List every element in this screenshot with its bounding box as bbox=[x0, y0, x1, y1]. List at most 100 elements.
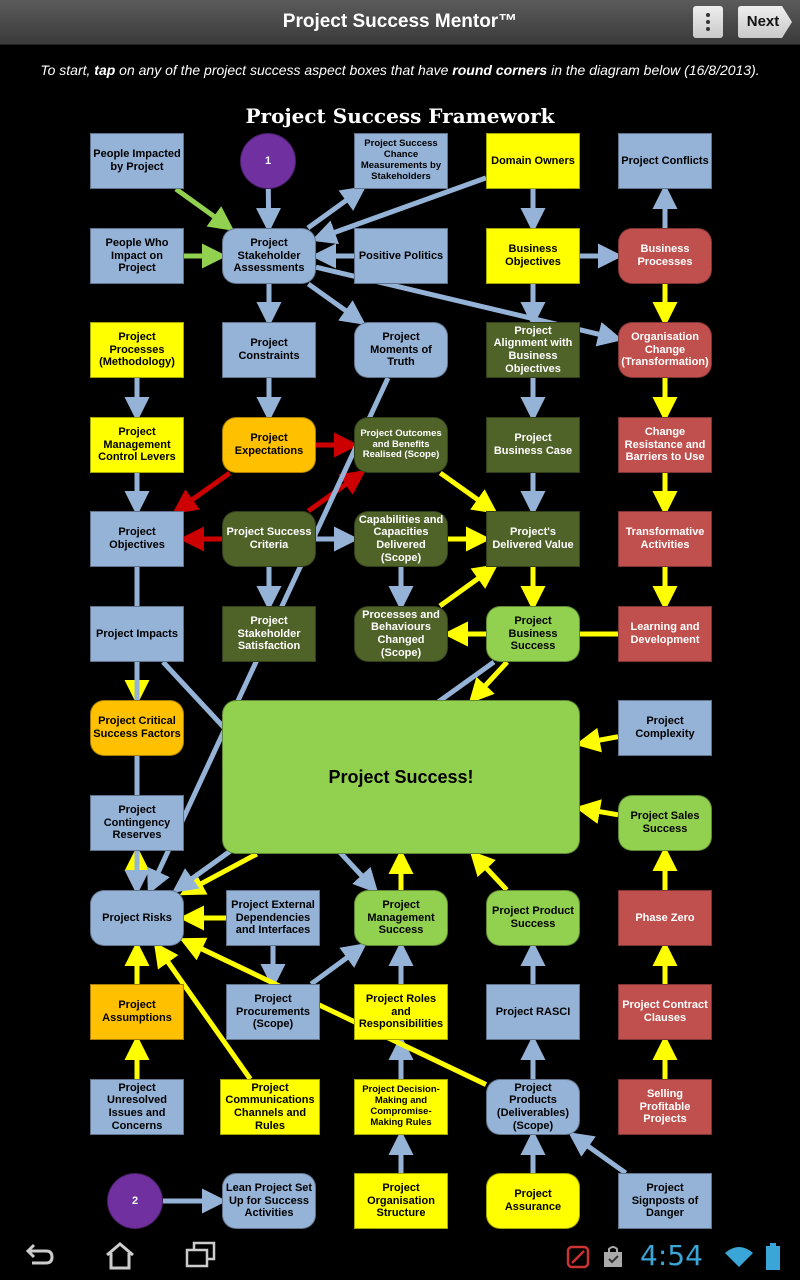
back-icon[interactable] bbox=[24, 1241, 56, 1269]
arrow-project-expectations-to-project-objectives bbox=[172, 470, 232, 514]
node-label: Change Resistance and Barriers to Use bbox=[624, 426, 706, 464]
node-product-success[interactable]: Project Product Success bbox=[486, 890, 580, 946]
title-bar: Project Success Mentor™ Next bbox=[0, 0, 800, 45]
node-project-rasci: Project RASCI bbox=[486, 984, 580, 1040]
node-label: Project Product Success bbox=[492, 905, 574, 930]
next-button[interactable]: Next bbox=[738, 6, 792, 38]
node-communications-channels: Project Communications Channels and Rule… bbox=[220, 1079, 320, 1135]
node-project-impacts: Project Impacts bbox=[90, 606, 184, 662]
node-business-success[interactable]: Project Business Success bbox=[486, 606, 580, 662]
node-label: Project Outcomes and Benefits Realised (… bbox=[360, 427, 442, 461]
arrow-project-complexity-to-project-success bbox=[575, 727, 619, 753]
node-project-assurance[interactable]: Project Assurance bbox=[486, 1173, 580, 1229]
node-sales-success[interactable]: Project Sales Success bbox=[618, 795, 712, 851]
node-change-resistance: Change Resistance and Barriers to Use bbox=[618, 417, 712, 473]
node-label: Project Procurements (Scope) bbox=[236, 993, 310, 1031]
node-label: Project Products (Deliverables) (Scope) bbox=[496, 1081, 570, 1132]
next-label: Next bbox=[746, 13, 780, 30]
arrow-processes-behaviours-to-delivered-value bbox=[438, 564, 499, 609]
node-label: Project Stakeholder Satisfaction bbox=[237, 615, 301, 653]
node-label: Project Complexity bbox=[635, 715, 695, 740]
node-project-risks[interactable]: Project Risks bbox=[90, 890, 184, 946]
node-capabilities[interactable]: Capabilities and Capacities Delivered (S… bbox=[354, 511, 448, 567]
arrow-outcomes-benefits-to-delivered-value bbox=[438, 470, 498, 514]
arrow-stakeholder-assessments-to-chance-measurements bbox=[306, 186, 367, 231]
wifi-icon bbox=[725, 1247, 753, 1267]
node-business-case: Project Business Case bbox=[486, 417, 580, 473]
system-nav-bar bbox=[0, 1233, 800, 1280]
node-management-control-levers: Project Management Control Levers bbox=[90, 417, 184, 473]
node-circle-1: 1 bbox=[240, 133, 296, 189]
node-transformative-activities: Transformative Activities bbox=[618, 511, 712, 567]
overflow-menu-button[interactable] bbox=[693, 6, 723, 38]
node-lean-setup[interactable]: Lean Project Set Up for Success Activiti… bbox=[222, 1173, 316, 1229]
home-icon[interactable] bbox=[104, 1241, 136, 1271]
node-label: Project Signposts of Danger bbox=[631, 1182, 699, 1220]
node-project-processes: Project Processes (Methodology) bbox=[90, 322, 184, 378]
node-organisation-structure: Project Organisation Structure bbox=[354, 1173, 448, 1229]
node-stakeholder-assessments[interactable]: Project Stakeholder Assessments bbox=[222, 228, 316, 284]
node-delivered-value: Project's Delivered Value bbox=[486, 511, 580, 567]
node-label: Project Conflicts bbox=[621, 154, 709, 167]
node-processes-behaviours[interactable]: Processes and Behaviours Changed (Scope) bbox=[354, 606, 448, 662]
node-label: Project Stakeholder Assessments bbox=[233, 237, 305, 275]
node-label: Project Management Success bbox=[367, 899, 435, 937]
node-project-constraints: Project Constraints bbox=[222, 322, 316, 378]
recent-apps-icon[interactable] bbox=[184, 1241, 218, 1269]
node-label: Business Objectives bbox=[505, 243, 561, 268]
node-label: Project Business Case bbox=[493, 432, 573, 457]
node-label: Project Risks bbox=[102, 911, 172, 924]
node-label: Phase Zero bbox=[635, 911, 695, 924]
node-label: Project Sales Success bbox=[630, 810, 700, 835]
blocked-app-notification-icon bbox=[566, 1245, 590, 1269]
node-chance-measurements: Project Success Chance Measurements by S… bbox=[354, 133, 448, 189]
node-label: Project Impacts bbox=[96, 627, 178, 640]
node-management-success[interactable]: Project Management Success bbox=[354, 890, 448, 946]
node-label: Project Contract Clauses bbox=[622, 999, 708, 1024]
node-contract-clauses: Project Contract Clauses bbox=[618, 984, 712, 1040]
node-label: People Impacted by Project bbox=[93, 148, 181, 173]
node-project-success[interactable]: Project Success! bbox=[222, 700, 580, 854]
status-clock: 4:54 bbox=[640, 1239, 703, 1272]
node-learning-development: Learning and Development bbox=[618, 606, 712, 662]
arrow-sales-success-to-project-success bbox=[575, 799, 619, 824]
node-business-processes[interactable]: Business Processes bbox=[618, 228, 712, 284]
node-label: Project Processes (Methodology) bbox=[99, 331, 175, 369]
node-project-expectations[interactable]: Project Expectations bbox=[222, 417, 316, 473]
node-label: Project RASCI bbox=[495, 1005, 571, 1018]
node-project-products[interactable]: Project Products (Deliverables) (Scope) bbox=[486, 1079, 580, 1135]
node-decision-making: Project Decision-Making and Compromise-M… bbox=[354, 1079, 448, 1135]
node-label: Project Contingency Reserves bbox=[103, 804, 171, 842]
arrow-signposts-danger-to-project-products bbox=[568, 1132, 628, 1176]
arrow-stakeholder-assessments-to-moments-of-truth bbox=[306, 281, 366, 325]
node-label: Project Moments of Truth bbox=[370, 331, 432, 369]
overflow-menu-icon bbox=[706, 13, 710, 31]
node-outcomes-benefits[interactable]: Project Outcomes and Benefits Realised (… bbox=[354, 417, 448, 473]
node-moments-of-truth[interactable]: Project Moments of Truth bbox=[354, 322, 448, 378]
node-label: Project's Delivered Value bbox=[492, 526, 574, 551]
node-label: Project Success Criteria bbox=[226, 526, 312, 551]
node-label: Lean Project Set Up for Success Activiti… bbox=[225, 1182, 313, 1220]
node-label: Project Management Control Levers bbox=[98, 426, 176, 464]
node-organisation-change[interactable]: Organisation Change (Transformation) bbox=[618, 322, 712, 378]
arrow-product-success-to-project-success bbox=[469, 850, 509, 892]
instructions-text: To start, tap on any of the project succ… bbox=[40, 62, 760, 78]
node-success-criteria[interactable]: Project Success Criteria bbox=[222, 511, 316, 567]
node-label: Project External Dependencies and Interf… bbox=[231, 899, 315, 937]
diagram-title: Project Success Framework bbox=[245, 104, 555, 128]
node-critical-success-factors[interactable]: Project Critical Success Factors bbox=[90, 700, 184, 756]
node-label: Project Decision-Making and Compromise-M… bbox=[362, 1084, 440, 1128]
node-label: Project Communications Channels and Rule… bbox=[225, 1081, 315, 1132]
node-label: Business Processes bbox=[637, 243, 693, 268]
node-stakeholder-satisfaction: Project Stakeholder Satisfaction bbox=[222, 606, 316, 662]
node-label: Project Success Chance Measurements by S… bbox=[360, 138, 442, 182]
node-business-objectives: Business Objectives bbox=[486, 228, 580, 284]
node-label: Project Objectives bbox=[109, 526, 165, 551]
node-project-conflicts: Project Conflicts bbox=[618, 133, 712, 189]
node-label: Project Assurance bbox=[504, 1188, 562, 1213]
node-project-complexity: Project Complexity bbox=[618, 700, 712, 756]
node-label: Project Unresolved Issues and Concerns bbox=[107, 1081, 167, 1132]
node-label: Project Success! bbox=[328, 766, 474, 787]
battery-icon bbox=[766, 1243, 780, 1270]
node-label: Transformative Activities bbox=[625, 526, 705, 551]
